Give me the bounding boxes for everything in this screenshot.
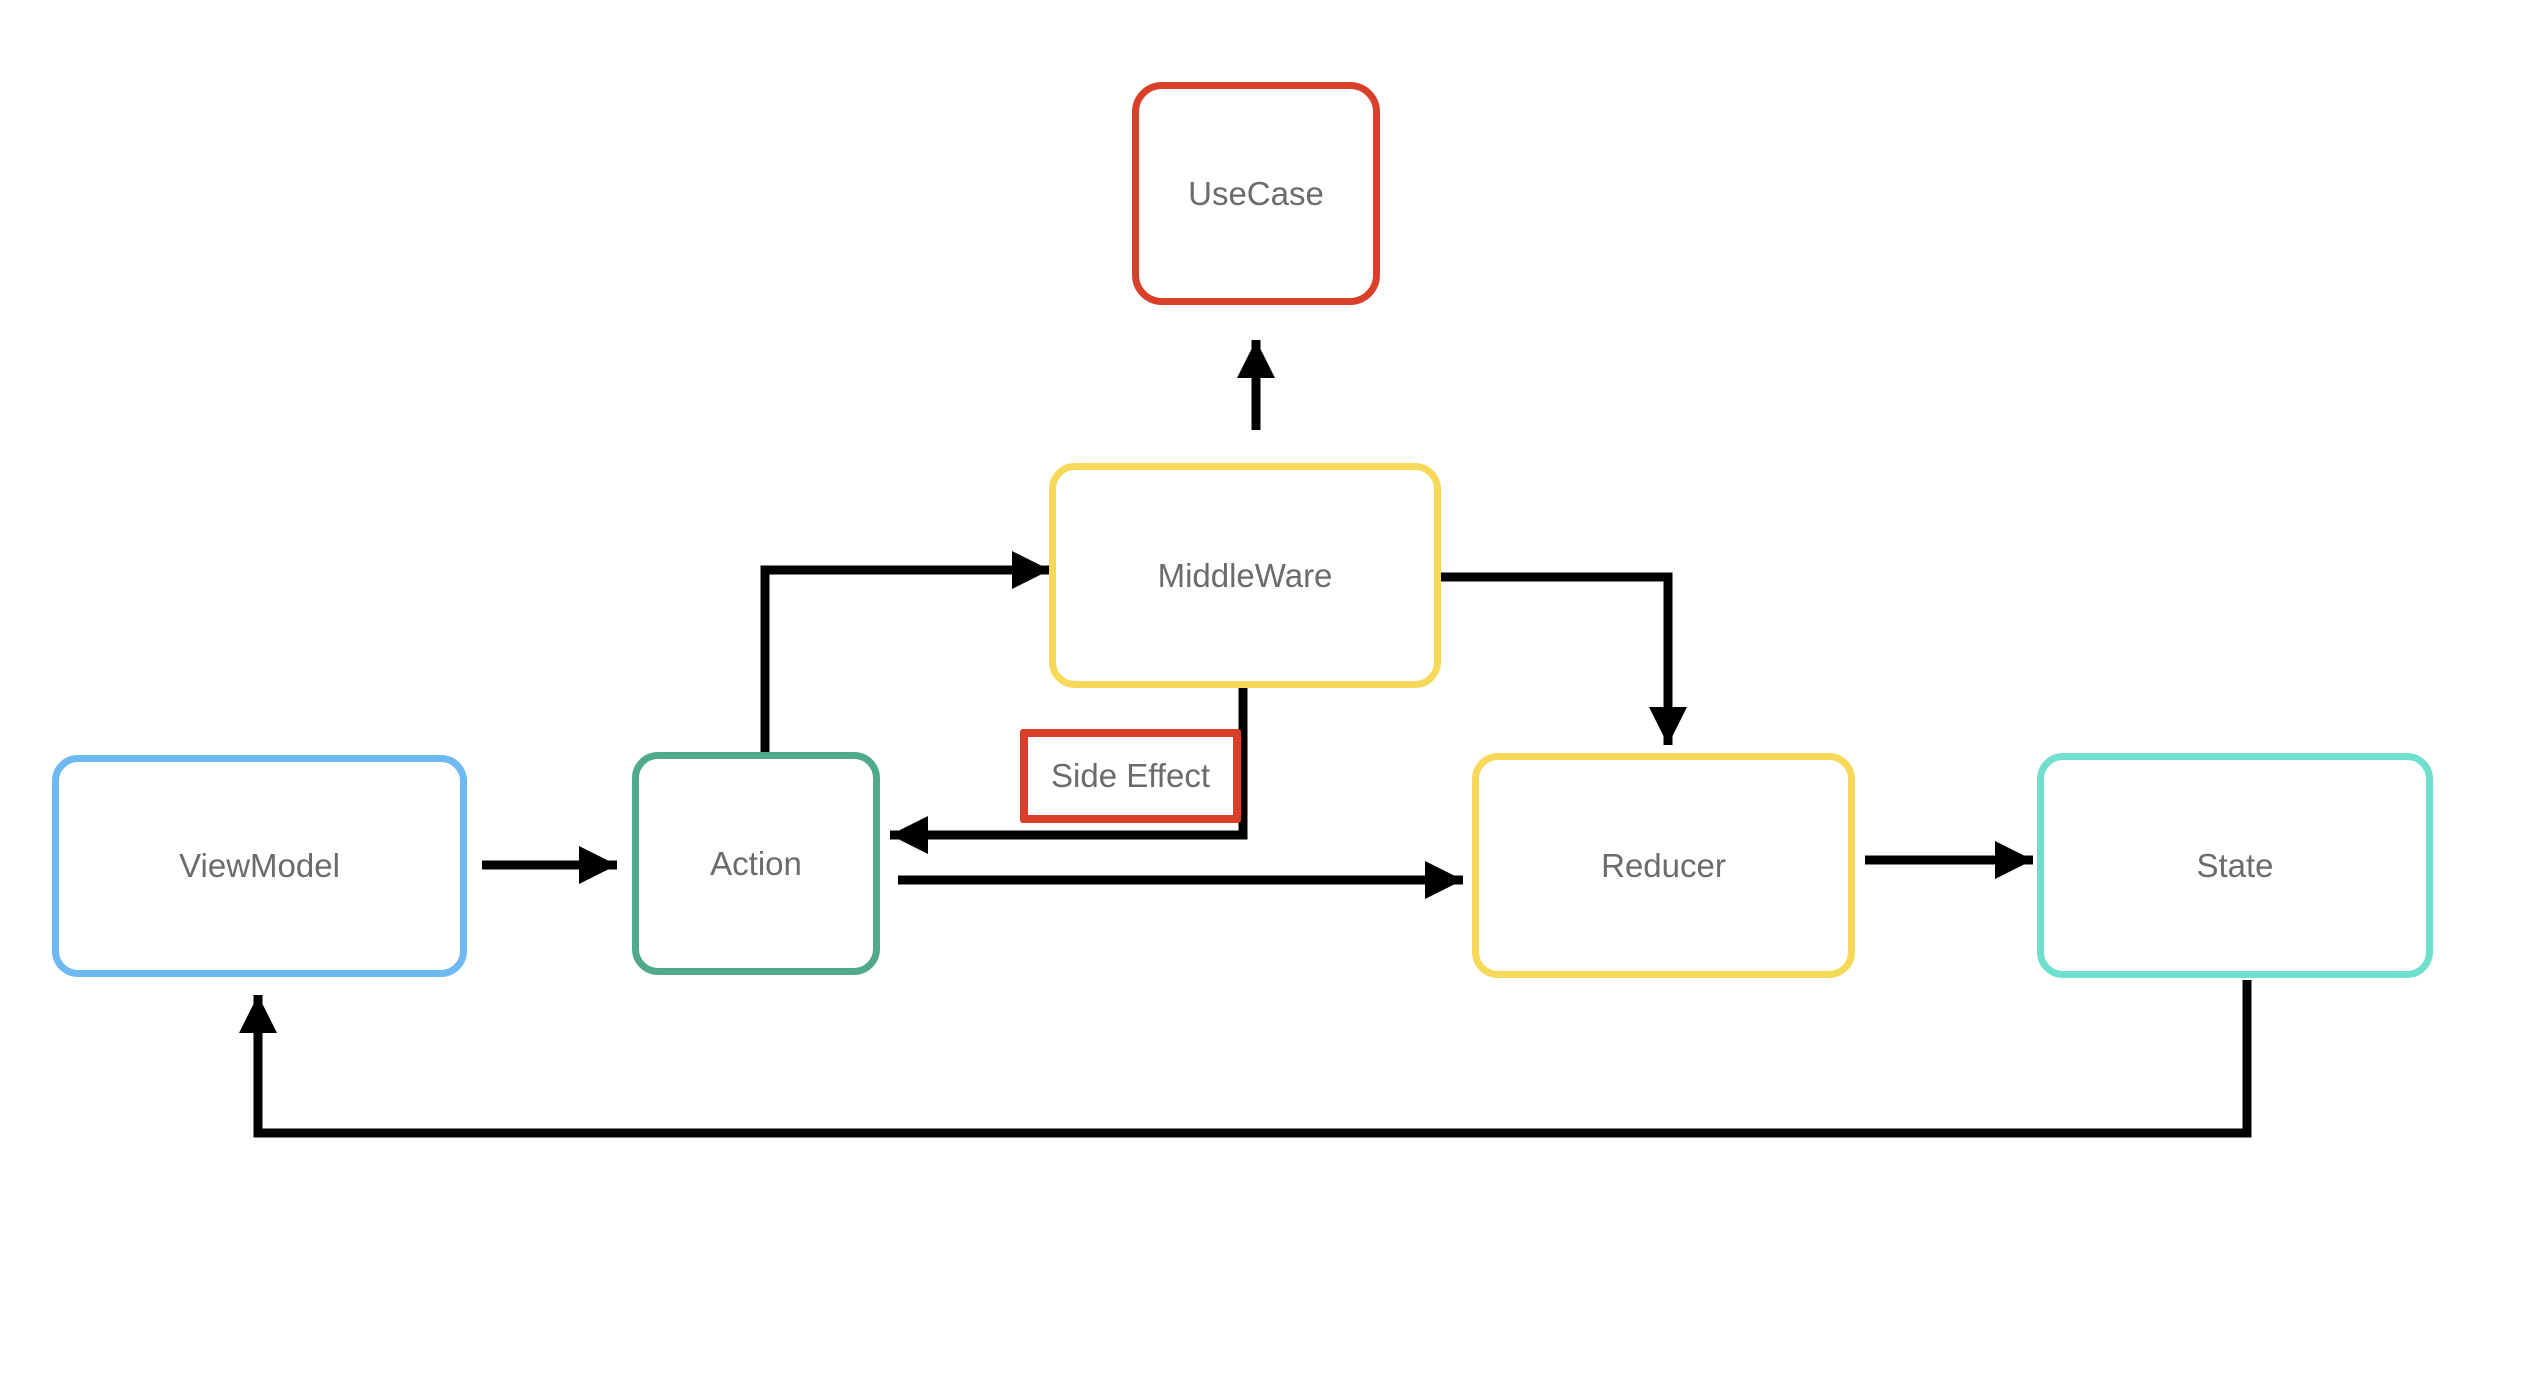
edge-action-to-middleware [760,551,1050,753]
edge-state-to-viewmodel [239,980,2252,1138]
node-middleware-label: MiddleWare [1157,556,1333,594]
node-state-label: State [2196,846,2274,884]
node-reducer[interactable]: Reducer [1472,753,1855,978]
edge-middleware-to-reducer [1441,572,1687,745]
node-viewmodel-label: ViewModel [179,847,340,884]
node-action[interactable]: Action [632,752,880,975]
node-reducer-label: Reducer [1601,846,1726,884]
node-middleware[interactable]: MiddleWare [1049,463,1441,688]
node-usecase-label: UseCase [1188,174,1324,212]
node-side-effect-label: Side Effect [1051,757,1210,794]
node-viewmodel[interactable]: ViewModel [52,755,467,977]
node-usecase[interactable]: UseCase [1132,82,1380,305]
node-action-label: Action [710,844,802,882]
edge-middleware-to-action-side-effect [890,688,1248,854]
node-side-effect[interactable]: Side Effect [1020,729,1241,823]
node-state[interactable]: State [2037,753,2433,978]
